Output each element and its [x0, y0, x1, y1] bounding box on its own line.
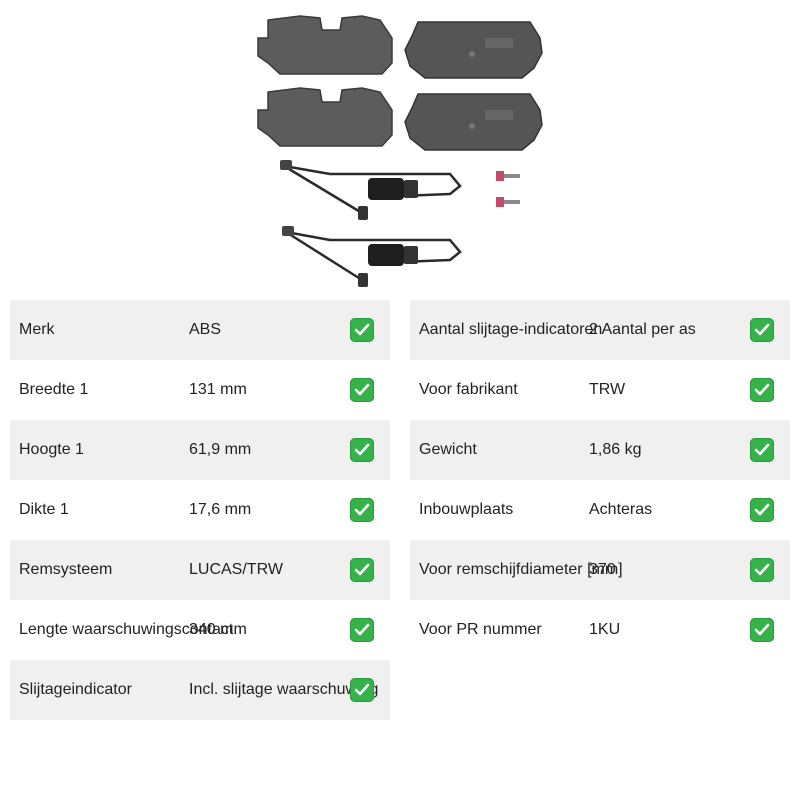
spec-row: Gewicht 1,86 kg	[410, 420, 790, 480]
spec-label: Inbouwplaats	[419, 501, 514, 518]
spec-label: Slijtageindicator	[19, 681, 132, 698]
check-mark-icon	[350, 618, 374, 642]
spec-value: Incl. slijtage waarschuwing	[189, 681, 379, 698]
spec-value: TRW	[589, 381, 626, 398]
spec-value: ABS	[189, 321, 222, 338]
spec-row: Dikte 1 17,6 mm	[10, 480, 390, 540]
spec-value: 340 mm	[189, 621, 247, 638]
spec-row: Voor PR nummer 1KU	[410, 600, 790, 660]
brake-pad-set-icon	[257, 15, 543, 287]
spec-table-left: Merk ABS Breedte 1 131 mm Hoogte 1 61,9 …	[10, 300, 390, 720]
check-mark-icon	[350, 498, 374, 522]
spec-row: Aantal slijtage-indicatoren 2 Aantal per…	[410, 300, 790, 360]
spec-label: Dikte 1	[19, 501, 69, 518]
check-mark-icon	[350, 318, 374, 342]
spec-row: Voor remschijfdiameter [mm] 370	[410, 540, 790, 600]
spec-label: Gewicht	[419, 441, 477, 458]
product-image	[250, 8, 550, 292]
check-mark-icon	[750, 318, 774, 342]
spec-row: Voor fabrikant TRW	[410, 360, 790, 420]
check-mark-icon	[750, 558, 774, 582]
check-mark-icon	[750, 378, 774, 402]
spec-row: Hoogte 1 61,9 mm	[10, 420, 390, 480]
check-mark-icon	[350, 438, 374, 462]
spec-value: Achteras	[589, 501, 653, 518]
spec-row: Breedte 1 131 mm	[10, 360, 390, 420]
spec-value: 1KU	[589, 621, 621, 638]
spec-label: Merk	[19, 321, 55, 338]
spec-label: Voor remschijfdiameter [mm]	[419, 561, 623, 578]
spec-value: 61,9 mm	[189, 441, 252, 458]
check-mark-icon	[750, 438, 774, 462]
spec-label: Breedte 1	[19, 381, 89, 398]
spec-label: Lengte waarschuwingscontact	[19, 621, 234, 638]
check-mark-icon	[750, 618, 774, 642]
spec-value: 1,86 kg	[589, 441, 642, 458]
spec-table-right: Aantal slijtage-indicatoren 2 Aantal per…	[410, 300, 790, 660]
spec-label: Hoogte 1	[19, 441, 84, 458]
check-mark-icon	[750, 498, 774, 522]
spec-row: Inbouwplaats Achteras	[410, 480, 790, 540]
spec-label: Voor PR nummer	[419, 621, 542, 638]
spec-row: Lengte waarschuwingscontact 340 mm	[10, 600, 390, 660]
spec-label: Aantal slijtage-indicatoren	[419, 321, 603, 338]
spec-row: Merk ABS	[10, 300, 390, 360]
check-mark-icon	[350, 378, 374, 402]
check-mark-icon	[350, 558, 374, 582]
spec-row: Slijtageindicator Incl. slijtage waarsch…	[10, 660, 390, 720]
spec-row: Remsysteem LUCAS/TRW	[10, 540, 390, 600]
spec-value: LUCAS/TRW	[189, 561, 283, 578]
check-mark-icon	[350, 678, 374, 702]
spec-value: 17,6 mm	[189, 501, 252, 518]
spec-value: 2 Aantal per as	[589, 321, 696, 338]
spec-label: Voor fabrikant	[419, 381, 518, 398]
spec-value: 131 mm	[189, 381, 247, 398]
spec-value: 370	[589, 561, 616, 578]
spec-label: Remsysteem	[19, 561, 113, 578]
